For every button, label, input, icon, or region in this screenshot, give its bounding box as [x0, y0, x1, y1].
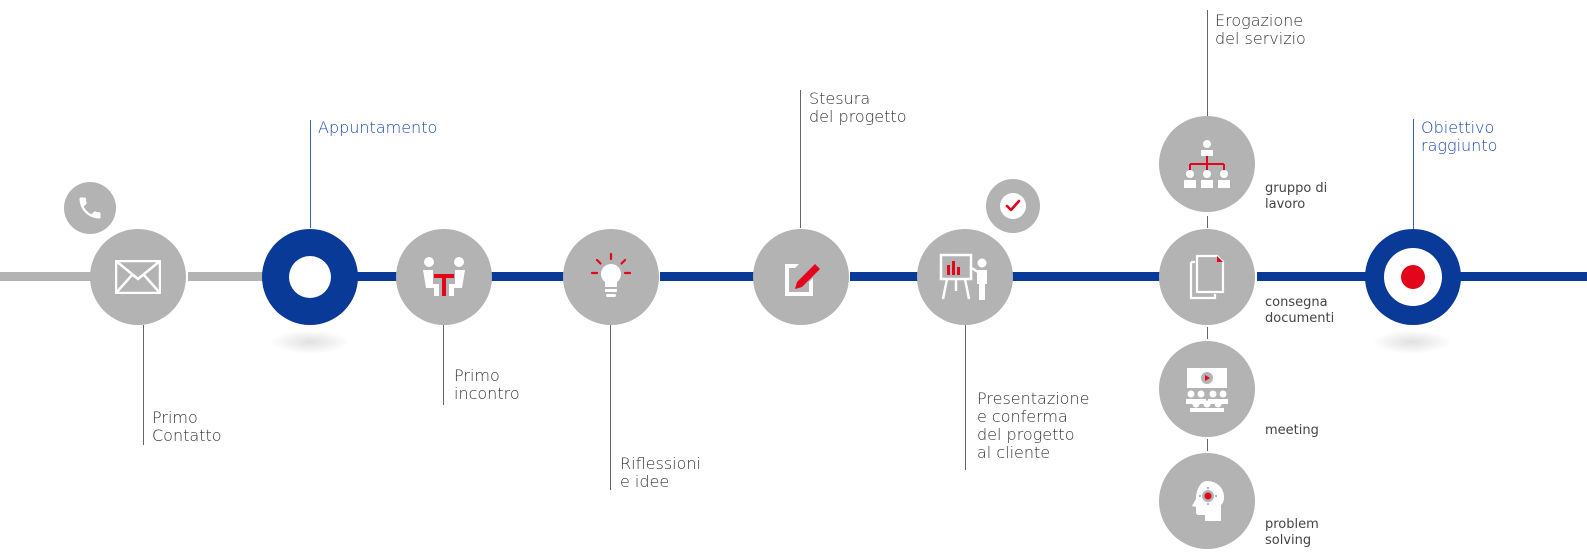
connector-line — [1207, 327, 1208, 339]
timeline-segment — [0, 272, 92, 281]
presentation-icon — [917, 229, 1013, 325]
connector-line — [143, 325, 144, 445]
org-chart-icon — [1159, 116, 1255, 212]
step-primo-incontro: Primo incontro — [454, 366, 520, 403]
envelope-icon — [90, 229, 186, 325]
target-dot — [1401, 265, 1425, 289]
step-appuntamento: Appuntamento — [318, 118, 438, 137]
timeline-segment — [490, 272, 565, 281]
connector-line — [800, 90, 801, 228]
connector-line — [310, 120, 311, 228]
step-primo-contatto: Primo Contatto — [152, 408, 222, 445]
ring-shadow — [1372, 330, 1452, 354]
target-icon — [1365, 229, 1461, 325]
lightbulb-icon — [563, 229, 659, 325]
ring-shadow — [270, 330, 350, 354]
connector-line — [1207, 216, 1208, 228]
service-problem: problem solving — [1265, 517, 1319, 548]
timeline-segment — [1460, 272, 1587, 281]
step-riflessioni: Riflessioni e idee — [620, 454, 701, 491]
timeline-segment — [850, 272, 920, 281]
timeline-segment — [188, 272, 266, 281]
edit-document-icon — [753, 229, 849, 325]
timeline-segment — [356, 272, 398, 281]
appuntamento-ring — [262, 229, 358, 325]
checkmark-icon — [986, 179, 1040, 233]
connector-line — [610, 325, 611, 490]
step-presentazione: Presentazione e conferma del progetto al… — [977, 389, 1090, 462]
connector-line — [1413, 119, 1414, 229]
connector-line — [1207, 439, 1208, 451]
service-gruppo: gruppo di lavoro — [1265, 181, 1328, 212]
ring-center — [289, 256, 331, 298]
documents-icon — [1159, 229, 1255, 325]
connector-line — [965, 325, 966, 470]
timeline-segment — [660, 272, 755, 281]
target-inner — [1384, 248, 1442, 306]
video-meeting-icon — [1159, 341, 1255, 437]
phone-icon — [64, 182, 116, 234]
step-erogazione: Erogazione del servizio — [1215, 11, 1306, 48]
meeting-table-icon — [396, 229, 492, 325]
head-gear-icon — [1159, 453, 1255, 549]
step-obiettivo: Obiettivo raggiunto — [1421, 118, 1498, 155]
connector-line — [443, 325, 444, 405]
timeline-segment — [1012, 272, 1162, 281]
service-meeting: meeting — [1265, 423, 1319, 438]
connector-line — [1207, 10, 1208, 116]
service-consegna: consegna documenti — [1265, 295, 1335, 326]
timeline-segment — [1257, 272, 1367, 281]
step-stesura: Stesura del progetto — [809, 89, 907, 126]
